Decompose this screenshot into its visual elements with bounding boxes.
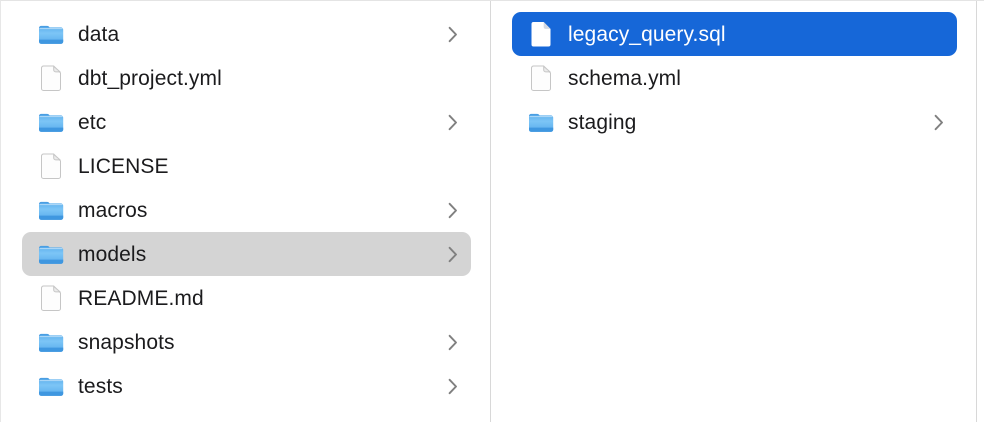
- row-schema-yml[interactable]: schema.yml: [512, 56, 957, 100]
- finder-column-2[interactable]: legacy_query.sql schema.yml staging: [491, 1, 977, 422]
- row-models[interactable]: models: [22, 232, 471, 276]
- item-label: legacy_query.sql: [568, 22, 726, 46]
- folder-icon: [37, 20, 65, 48]
- item-label: etc: [78, 110, 107, 134]
- item-label: data: [78, 22, 120, 46]
- row-license[interactable]: LICENSE: [22, 144, 471, 188]
- folder-icon: [37, 108, 65, 136]
- item-label: snapshots: [78, 330, 175, 354]
- file-icon: [527, 64, 555, 92]
- row-legacy-query-sql[interactable]: legacy_query.sql: [512, 12, 957, 56]
- file-icon: [37, 284, 65, 312]
- next-column-sliver: [977, 1, 984, 422]
- chevron-right-icon: [448, 26, 458, 43]
- row-tests[interactable]: tests: [22, 364, 471, 408]
- item-label: macros: [78, 198, 148, 222]
- row-readme-md[interactable]: README.md: [22, 276, 471, 320]
- row-dbt-project-yml[interactable]: dbt_project.yml: [22, 56, 471, 100]
- item-label: staging: [568, 110, 637, 134]
- chevron-right-icon: [448, 202, 458, 219]
- item-label: schema.yml: [568, 66, 682, 90]
- row-macros[interactable]: macros: [22, 188, 471, 232]
- row-data[interactable]: data: [22, 12, 471, 56]
- file-icon: [527, 20, 555, 48]
- item-label: models: [78, 242, 147, 266]
- item-label: README.md: [78, 286, 204, 310]
- folder-icon: [37, 328, 65, 356]
- chevron-right-icon: [448, 246, 458, 263]
- item-label: LICENSE: [78, 154, 169, 178]
- file-icon: [37, 152, 65, 180]
- item-label: dbt_project.yml: [78, 66, 222, 90]
- chevron-right-icon: [934, 114, 944, 131]
- folder-icon: [37, 372, 65, 400]
- row-staging[interactable]: staging: [512, 100, 957, 144]
- chevron-right-icon: [448, 114, 458, 131]
- folder-icon: [527, 108, 555, 136]
- chevron-right-icon: [448, 334, 458, 351]
- folder-icon: [37, 240, 65, 268]
- row-snapshots[interactable]: snapshots: [22, 320, 471, 364]
- item-label: tests: [78, 374, 123, 398]
- row-etc[interactable]: etc: [22, 100, 471, 144]
- chevron-right-icon: [448, 378, 458, 395]
- folder-icon: [37, 196, 65, 224]
- file-icon: [37, 64, 65, 92]
